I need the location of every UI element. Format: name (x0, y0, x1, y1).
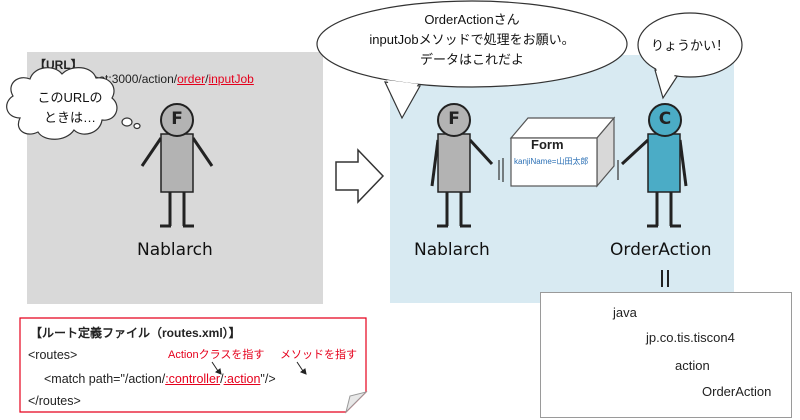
note-action: メソッドを指す (280, 349, 357, 361)
speech-bubble-main (316, 0, 628, 120)
class-icon: C (678, 384, 686, 395)
thought-bubble-text: このURLの ときは… (28, 88, 112, 128)
package-tree (540, 292, 792, 418)
thought-line-1: このURLの (37, 90, 103, 105)
nablarch-figure-left (140, 103, 214, 228)
routes-open-tag: <routes> (28, 348, 78, 362)
speech-main-line-1: OrderActionさん (424, 12, 520, 27)
tree-item-java[interactable]: java (613, 305, 637, 320)
speech-main-text: OrderActionさん inputJobメソッドで処理をお願い。 データはこ… (330, 10, 614, 70)
equals-marker (661, 270, 669, 287)
match-suffix: "/> (260, 372, 276, 386)
match-sep: / (220, 372, 224, 386)
nablarch-left-caption: Nablarch (137, 240, 213, 260)
speech-reply-text: りょうかい！ (650, 38, 729, 53)
tree-item-action-folder[interactable]: action (675, 358, 710, 373)
routes-title: 【ルート定義ファイル（routes.xml）】 (30, 326, 241, 340)
tree-item-package[interactable]: jp.co.tis.tiscon4 (646, 330, 735, 345)
match-controller: :controller (165, 372, 221, 386)
routes-close-tag: </routes> (28, 394, 81, 408)
motion-lines (498, 158, 619, 182)
nablarch-figure-right (430, 103, 494, 228)
thought-cloud (6, 67, 141, 140)
form-field: kanjiName=山田太郎 (514, 157, 589, 166)
speech-bubble-reply (637, 12, 743, 100)
flow-arrow (335, 148, 385, 204)
nablarch-right-caption: Nablarch (414, 240, 490, 260)
routes-pointers (211, 361, 307, 375)
speech-main-line-3: データはこれだよ (419, 52, 524, 67)
url-separator: / (205, 72, 209, 86)
form-title: Form (531, 137, 564, 152)
nablarch-right-letter: F (448, 109, 460, 129)
match-action: :action (223, 372, 261, 386)
tree-item-order-action-class[interactable]: OrderAction (702, 384, 772, 399)
order-action-figure (620, 103, 688, 228)
order-action-letter: C (658, 109, 672, 129)
thought-line-2: ときは… (43, 110, 96, 125)
speech-main-line-2: inputJobメソッドで処理をお願い。 (369, 32, 575, 47)
form-cube (509, 116, 616, 188)
url-action-segment: inputJob (208, 72, 254, 86)
routes-file-box (19, 317, 368, 414)
match-prefix: <match path="/action/ (44, 372, 166, 386)
order-action-caption: OrderAction (610, 240, 712, 260)
routes-match-line: <match path="/action/:controller/:action… (44, 372, 276, 386)
nablarch-left-letter: F (171, 109, 183, 129)
url-controller-segment: order (177, 72, 206, 86)
note-controller: Actionクラスを指す (168, 349, 265, 361)
